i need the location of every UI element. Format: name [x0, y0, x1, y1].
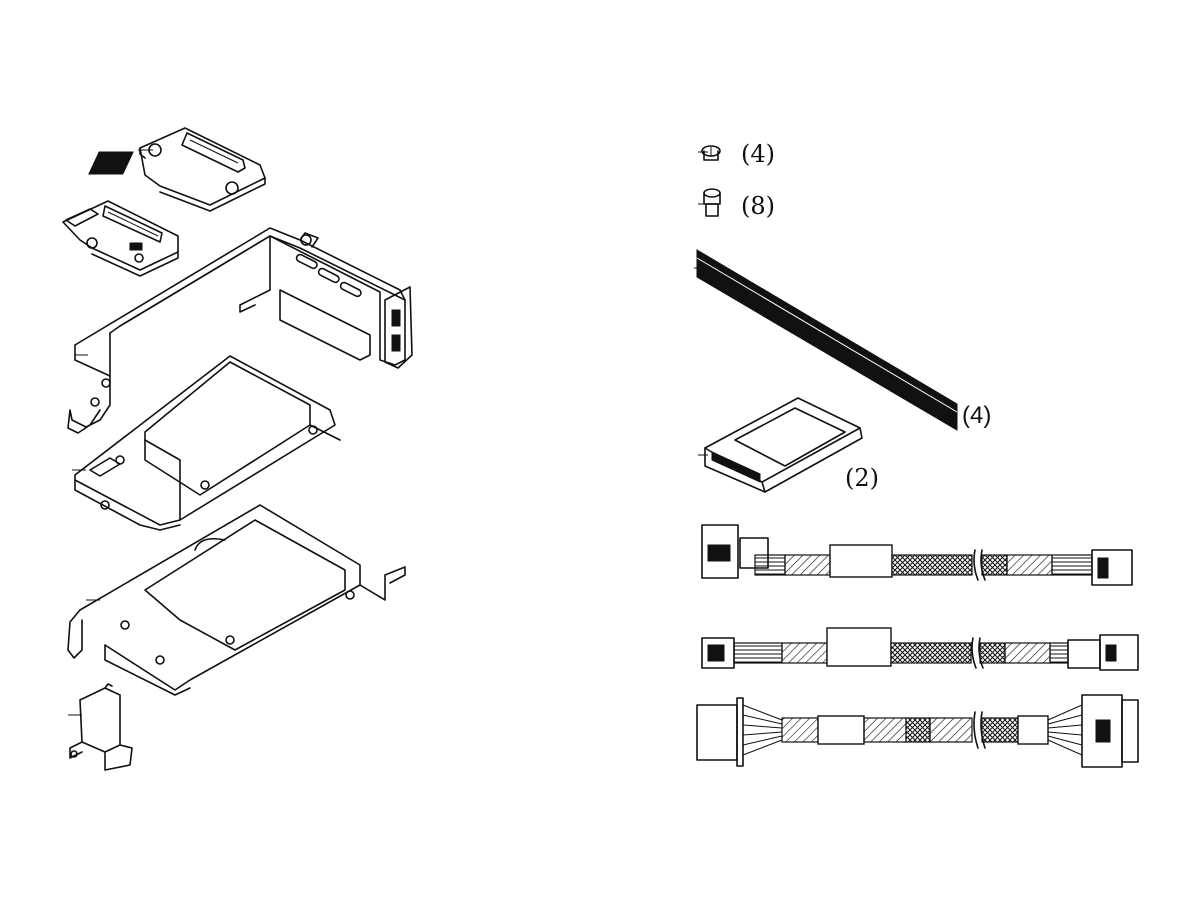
- screw-large-icon: [698, 188, 721, 217]
- pad-strip: [694, 249, 958, 431]
- drive-cage-lower: [67, 504, 406, 696]
- chip-block: [88, 151, 134, 175]
- quantity-drive-filler: (2): [845, 464, 879, 492]
- cable-2: [701, 627, 1139, 671]
- quantity-pad-strip: (4): [962, 402, 992, 429]
- small-bracket: [68, 683, 133, 771]
- quantity-screw-large: (8): [741, 192, 775, 220]
- cable-1: [701, 524, 1133, 586]
- riser-cage: [67, 227, 413, 434]
- drive-cage-upper: [72, 355, 341, 531]
- quantity-screw-small: (4): [741, 140, 775, 168]
- drive-filler: [698, 397, 863, 493]
- interposer-board-lower: [62, 200, 179, 277]
- interposer-board-upper: [88, 127, 266, 212]
- cable-3: [696, 694, 1139, 768]
- screw-small-icon: [698, 145, 721, 161]
